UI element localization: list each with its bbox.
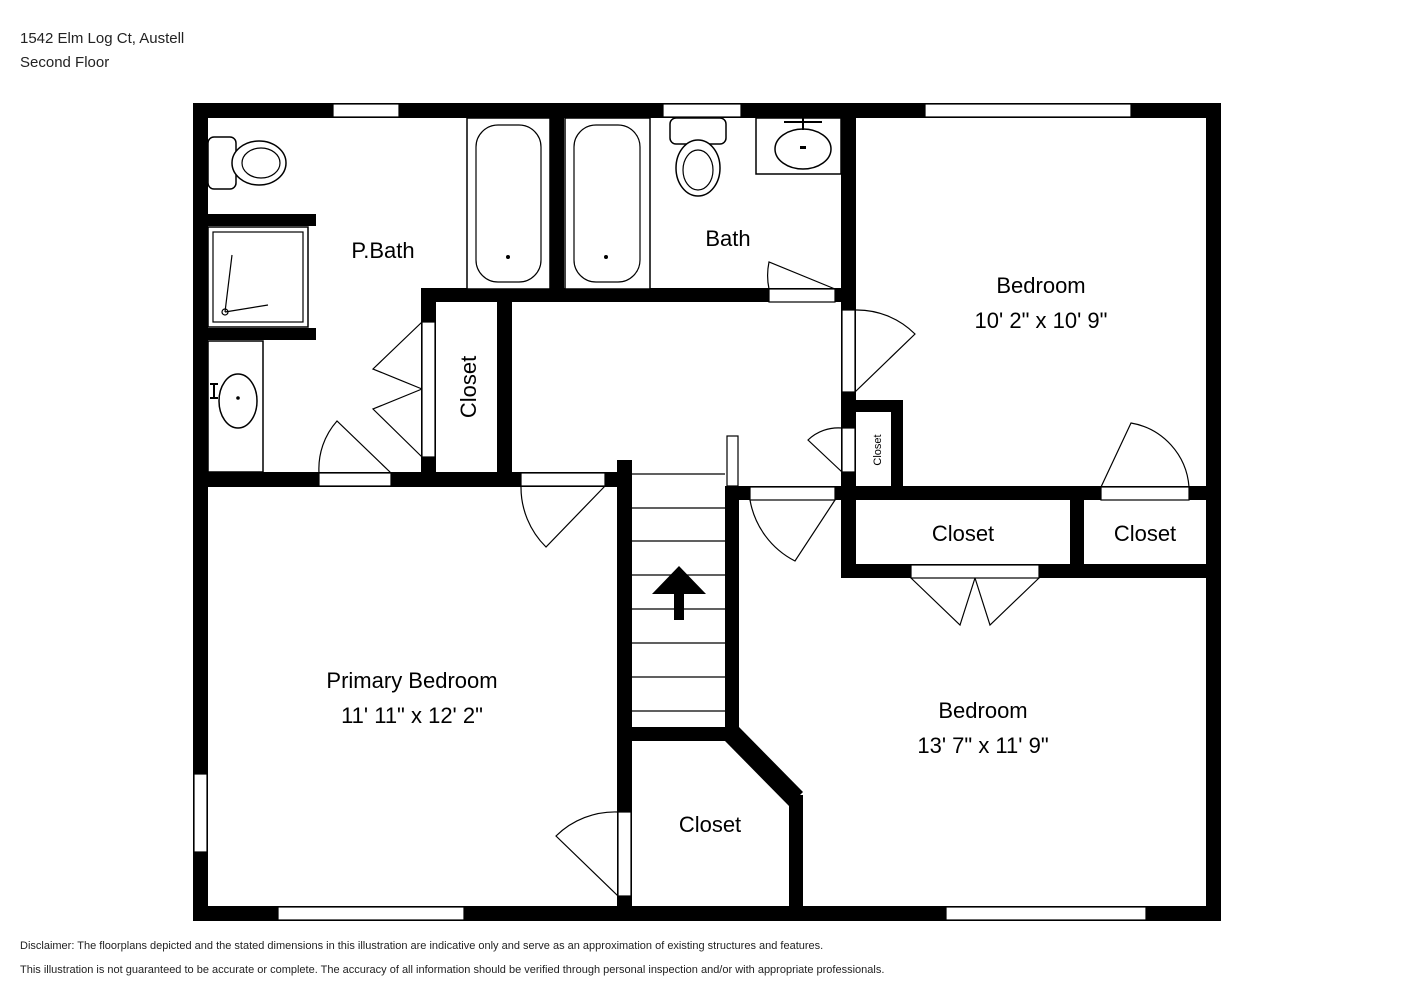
bathtub-icon xyxy=(466,117,551,290)
bathtub-icon xyxy=(564,117,651,290)
room-label-bedroom-1: Bedroom xyxy=(996,273,1085,298)
room-label-closet-center: Closet xyxy=(932,521,994,546)
windows xyxy=(193,103,1147,921)
room-label-primary-bath: P.Bath xyxy=(351,238,414,263)
room-size-bedroom-2: 13' 7" x 11' 9" xyxy=(917,733,1048,758)
fixtures xyxy=(207,117,842,473)
room-label-closet-small: Closet xyxy=(872,434,884,465)
toilet-icon xyxy=(669,117,727,197)
room-label-closet-right: Closet xyxy=(1114,521,1176,546)
shower-icon xyxy=(207,226,309,328)
disclaimer-line-1: Disclaimer: The floorplans depicted and … xyxy=(20,940,824,952)
room-label-closet-hall: Closet xyxy=(456,356,481,418)
room-label-closet-under-stairs: Closet xyxy=(679,812,741,837)
doors xyxy=(318,261,1190,897)
stair-arrow-icon xyxy=(652,566,706,620)
room-label-bedroom-2: Bedroom xyxy=(938,698,1027,723)
room-label-bath: Bath xyxy=(705,226,750,251)
staircase xyxy=(632,473,725,712)
floor-label: Second Floor xyxy=(20,54,110,71)
sink-icon xyxy=(755,117,842,175)
room-size-bedroom-1: 10' 2" x 10' 9" xyxy=(975,308,1108,333)
toilet-icon xyxy=(207,136,287,190)
address-label: 1542 Elm Log Ct, Austell xyxy=(20,30,185,47)
disclaimer-line-2: This illustration is not guaranteed to b… xyxy=(20,964,885,976)
room-labels: P.Bath Bath Bedroom 10' 2" x 10' 9" Bedr… xyxy=(326,226,1176,837)
room-size-primary-bedroom: 11' 11" x 12' 2" xyxy=(341,703,483,728)
sink-icon xyxy=(207,340,264,473)
room-label-primary-bedroom: Primary Bedroom xyxy=(326,668,497,693)
